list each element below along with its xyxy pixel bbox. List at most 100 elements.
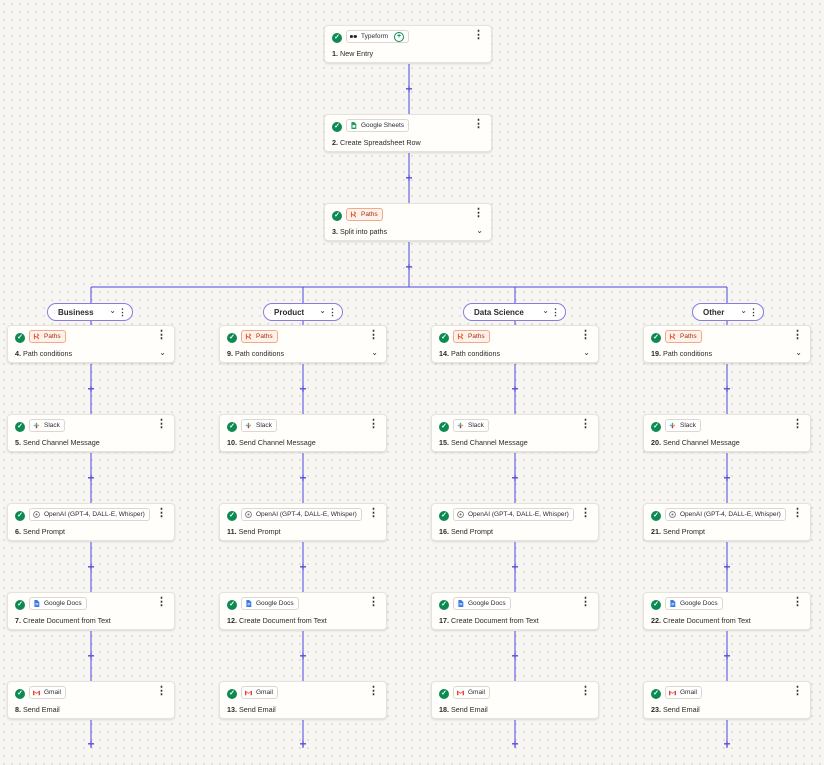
step-card[interactable]: ✓Google Sheets⋮2.Create Spreadsheet Row <box>324 114 492 152</box>
app-badge[interactable]: Paths <box>346 208 383 221</box>
more-options-icon[interactable]: ⋮ <box>580 685 591 697</box>
add-step-button[interactable]: + <box>299 560 307 574</box>
step-card[interactable]: ✓Google Docs⋮22.Create Document from Tex… <box>643 592 811 630</box>
add-step-button[interactable]: + <box>299 382 307 396</box>
add-step-button[interactable]: + <box>511 649 519 663</box>
app-badge[interactable]: Google Docs <box>453 597 511 610</box>
add-step-button[interactable]: + <box>87 382 95 396</box>
more-options-icon[interactable]: ⋮ <box>368 418 379 430</box>
branch-pill-business[interactable]: Business⌄⋮ <box>47 303 133 321</box>
more-options-icon[interactable]: ⋮ <box>580 418 591 430</box>
chevron-down-icon[interactable]: ⌄ <box>476 226 483 235</box>
add-step-button[interactable]: + <box>511 737 519 751</box>
branch-pill-data-science[interactable]: Data Science⌄⋮ <box>463 303 566 321</box>
branch-pill-product[interactable]: Product⌄⋮ <box>263 303 343 321</box>
step-card[interactable]: ✓Google Docs⋮12.Create Document from Tex… <box>219 592 387 630</box>
step-card[interactable]: ✓Paths⋮9.Path conditions⌄ <box>219 325 387 363</box>
app-badge[interactable]: Slack <box>453 419 489 432</box>
step-card[interactable]: ✓Google Docs⋮7.Create Document from Text <box>7 592 175 630</box>
app-badge[interactable]: Typeform+ <box>346 30 410 43</box>
app-badge[interactable]: Google Sheets <box>346 119 410 132</box>
app-badge[interactable]: Google Docs <box>241 597 299 610</box>
more-options-icon[interactable]: ⋮ <box>156 596 167 608</box>
branch-pill-other[interactable]: Other⌄⋮ <box>692 303 764 321</box>
step-card[interactable]: ✓Paths⋮4.Path conditions⌄ <box>7 325 175 363</box>
more-options-icon[interactable]: ⋮ <box>792 418 803 430</box>
app-badge[interactable]: Gmail <box>29 686 66 699</box>
app-badge[interactable]: Paths <box>665 330 702 343</box>
step-card[interactable]: ✓Gmail⋮18.Send Email <box>431 681 599 719</box>
more-options-icon[interactable]: ⋮ <box>551 307 560 317</box>
more-options-icon[interactable]: ⋮ <box>580 329 591 341</box>
step-card[interactable]: ✓Typeform+⋮1.New Entry <box>324 25 492 63</box>
add-step-button[interactable]: + <box>511 382 519 396</box>
more-options-icon[interactable]: ⋮ <box>792 685 803 697</box>
more-options-icon[interactable]: ⋮ <box>156 507 167 519</box>
more-options-icon[interactable]: ⋮ <box>473 118 484 130</box>
app-badge[interactable]: OpenAI (GPT-4, DALL-E, Whisper) <box>29 508 150 521</box>
add-step-button[interactable]: + <box>87 471 95 485</box>
step-card[interactable]: ✓Slack⋮15.Send Channel Message <box>431 414 599 452</box>
more-options-icon[interactable]: ⋮ <box>749 307 758 317</box>
app-badge[interactable]: Gmail <box>241 686 278 699</box>
app-badge[interactable]: Gmail <box>665 686 702 699</box>
chevron-down-icon[interactable]: ⌄ <box>542 306 549 315</box>
chevron-down-icon[interactable]: ⌄ <box>109 306 116 315</box>
app-badge[interactable]: Paths <box>453 330 490 343</box>
add-step-button[interactable]: + <box>511 471 519 485</box>
chevron-down-icon[interactable]: ⌄ <box>319 306 326 315</box>
chevron-down-icon[interactable]: ⌄ <box>371 348 378 357</box>
step-card[interactable]: ✓Gmail⋮13.Send Email <box>219 681 387 719</box>
app-badge[interactable]: Slack <box>241 419 277 432</box>
more-options-icon[interactable]: ⋮ <box>580 507 591 519</box>
step-card[interactable]: ✓Paths⋮14.Path conditions⌄ <box>431 325 599 363</box>
more-options-icon[interactable]: ⋮ <box>156 418 167 430</box>
more-options-icon[interactable]: ⋮ <box>792 329 803 341</box>
step-card[interactable]: ✓OpenAI (GPT-4, DALL-E, Whisper)⋮6.Send … <box>7 503 175 541</box>
app-badge[interactable]: Paths <box>241 330 278 343</box>
add-step-button[interactable]: + <box>723 737 731 751</box>
chevron-down-icon[interactable]: ⌄ <box>159 348 166 357</box>
more-options-icon[interactable]: ⋮ <box>368 329 379 341</box>
step-card[interactable]: ✓OpenAI (GPT-4, DALL-E, Whisper)⋮11.Send… <box>219 503 387 541</box>
add-step-button[interactable]: + <box>723 560 731 574</box>
more-options-icon[interactable]: ⋮ <box>580 596 591 608</box>
chevron-down-icon[interactable]: ⌄ <box>740 306 747 315</box>
more-options-icon[interactable]: ⋮ <box>368 507 379 519</box>
add-step-button[interactable]: + <box>723 382 731 396</box>
more-options-icon[interactable]: ⋮ <box>792 596 803 608</box>
add-step-button[interactable]: + <box>299 471 307 485</box>
app-badge[interactable]: Gmail <box>453 686 490 699</box>
add-step-button[interactable]: + <box>511 560 519 574</box>
add-step-button[interactable]: + <box>87 560 95 574</box>
more-options-icon[interactable]: ⋮ <box>792 507 803 519</box>
step-card[interactable]: ✓Slack⋮5.Send Channel Message <box>7 414 175 452</box>
step-card[interactable]: ✓Gmail⋮8.Send Email <box>7 681 175 719</box>
step-card[interactable]: ✓Slack⋮10.Send Channel Message <box>219 414 387 452</box>
app-badge[interactable]: Google Docs <box>29 597 87 610</box>
more-options-icon[interactable]: ⋮ <box>368 685 379 697</box>
app-badge[interactable]: OpenAI (GPT-4, DALL-E, Whisper) <box>453 508 574 521</box>
add-circle-icon[interactable]: + <box>394 31 405 42</box>
more-options-icon[interactable]: ⋮ <box>156 685 167 697</box>
add-step-button[interactable]: + <box>299 649 307 663</box>
add-step-button[interactable]: + <box>405 260 413 274</box>
add-step-button[interactable]: + <box>405 171 413 185</box>
app-badge[interactable]: Slack <box>665 419 701 432</box>
add-step-button[interactable]: + <box>405 82 413 96</box>
step-card[interactable]: ✓OpenAI (GPT-4, DALL-E, Whisper)⋮16.Send… <box>431 503 599 541</box>
chevron-down-icon[interactable]: ⌄ <box>795 348 802 357</box>
add-step-button[interactable]: + <box>723 471 731 485</box>
app-badge[interactable]: OpenAI (GPT-4, DALL-E, Whisper) <box>241 508 362 521</box>
app-badge[interactable]: Paths <box>29 330 66 343</box>
more-options-icon[interactable]: ⋮ <box>118 307 127 317</box>
step-card[interactable]: ✓Paths⋮3.Split into paths⌄ <box>324 203 492 241</box>
more-options-icon[interactable]: ⋮ <box>473 29 484 41</box>
step-card[interactable]: ✓OpenAI (GPT-4, DALL-E, Whisper)⋮21.Send… <box>643 503 811 541</box>
step-card[interactable]: ✓Google Docs⋮17.Create Document from Tex… <box>431 592 599 630</box>
more-options-icon[interactable]: ⋮ <box>473 207 484 219</box>
step-card[interactable]: ✓Slack⋮20.Send Channel Message <box>643 414 811 452</box>
more-options-icon[interactable]: ⋮ <box>368 596 379 608</box>
add-step-button[interactable]: + <box>87 649 95 663</box>
more-options-icon[interactable]: ⋮ <box>156 329 167 341</box>
